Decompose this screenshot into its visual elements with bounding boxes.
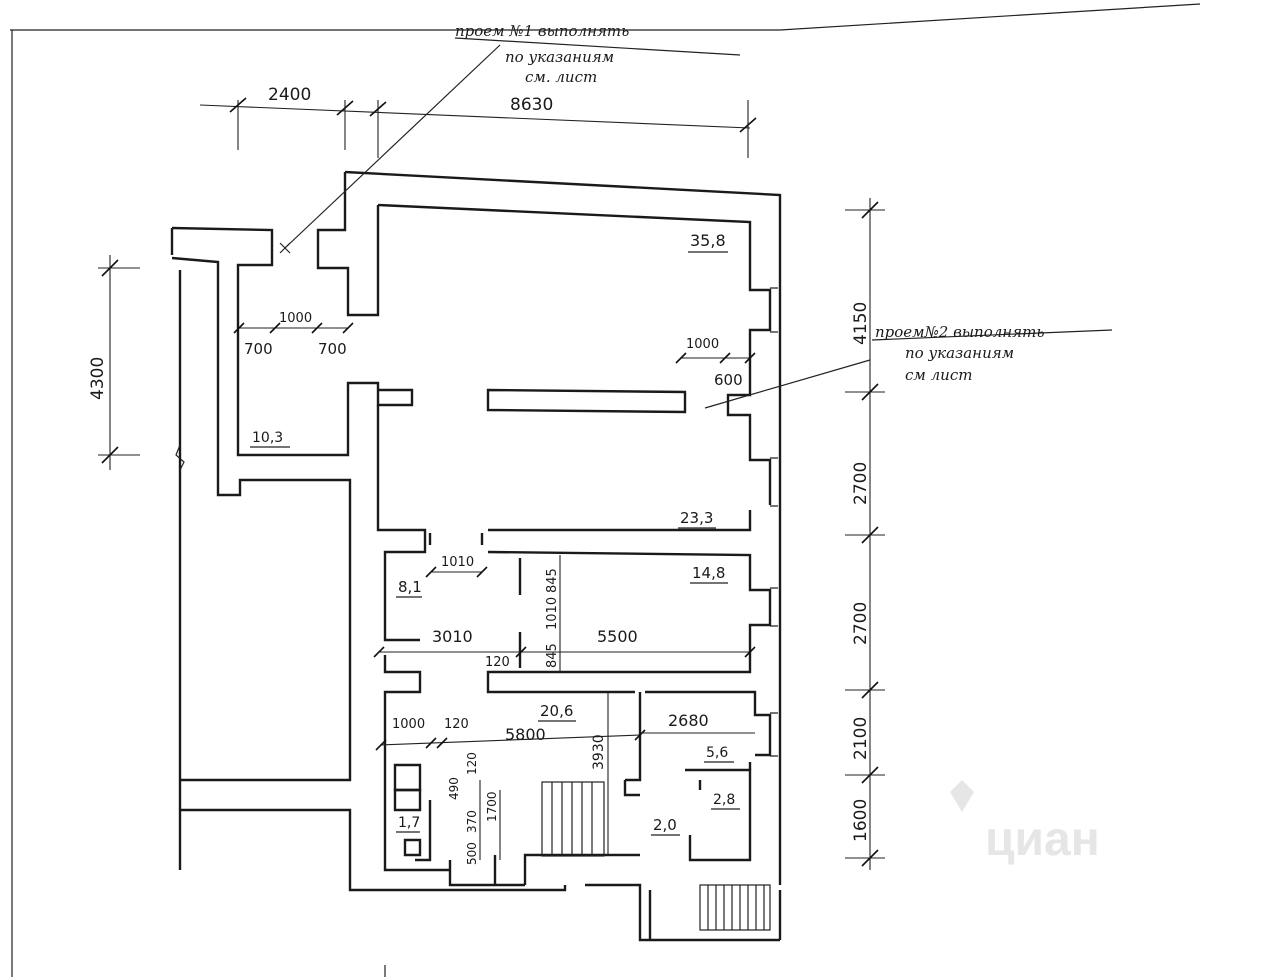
dim-120-a: 120 bbox=[485, 655, 510, 670]
cian-watermark: циан bbox=[950, 780, 1100, 866]
note-1-line-3: см. лист bbox=[525, 68, 597, 86]
dimension-right: 4150 2700 2700 2100 1600 bbox=[845, 198, 885, 870]
note-1-line-1: проем №1 выполнять bbox=[455, 22, 629, 40]
leader-line-1 bbox=[284, 44, 501, 249]
dim-700-left: 700 bbox=[244, 340, 273, 358]
dim-1000-opening1: 1000 bbox=[279, 311, 312, 326]
note-1-line-2: по указаниям bbox=[505, 48, 614, 66]
area-10-3: 10,3 bbox=[252, 430, 283, 446]
note-opening-2: проем№2 выполнять по указаниям см лист bbox=[704, 323, 1113, 409]
dim-3010: 3010 bbox=[432, 627, 473, 646]
dim-top-8630: 8630 bbox=[510, 95, 553, 115]
dim-right-2100: 2100 bbox=[851, 717, 871, 760]
area-5-6: 5,6 bbox=[706, 745, 728, 761]
dim-120-b: 120 bbox=[444, 717, 469, 732]
area-20-6: 20,6 bbox=[540, 702, 573, 720]
dim-right-2700b: 2700 bbox=[851, 602, 871, 645]
dim-370: 370 bbox=[465, 810, 479, 833]
windows bbox=[770, 287, 778, 757]
note-2-line-2: по указаниям bbox=[905, 344, 1014, 362]
dim-1010-vertical: 1010 bbox=[545, 597, 560, 630]
dimension-top: 2400 8630 bbox=[199, 85, 757, 158]
sheet-border bbox=[10, 3, 1201, 977]
dim-1010-door: 1010 bbox=[441, 555, 474, 570]
dim-5500: 5500 bbox=[597, 627, 638, 646]
dim-right-2700a: 2700 bbox=[851, 462, 871, 505]
dim-700-right: 700 bbox=[318, 340, 347, 358]
dim-2680: 2680 bbox=[668, 711, 709, 730]
dimension-left: 4300 bbox=[88, 255, 185, 471]
exterior-walls bbox=[170, 170, 782, 942]
dim-1700: 1700 bbox=[485, 791, 499, 822]
dim-500: 500 bbox=[465, 842, 479, 865]
area-8-1: 8,1 bbox=[398, 578, 422, 596]
room-areas: 35,8 10,3 23,3 8,1 14,8 20,6 5,6 2,8 1,7… bbox=[250, 231, 740, 836]
dim-600: 600 bbox=[714, 371, 743, 389]
area-35-8: 35,8 bbox=[690, 231, 726, 250]
interior-walls bbox=[376, 203, 772, 887]
area-2-0: 2,0 bbox=[653, 816, 677, 834]
dim-1000-lower: 1000 bbox=[392, 717, 425, 732]
dim-left-4300: 4300 bbox=[88, 357, 108, 400]
note-2-line-3: см лист bbox=[905, 366, 972, 384]
dim-right-1600: 1600 bbox=[851, 799, 871, 842]
area-1-7: 1,7 bbox=[398, 815, 420, 831]
dim-right-4150: 4150 bbox=[851, 302, 871, 345]
note-opening-1: проем №1 выполнять по указаниям см. лист bbox=[279, 22, 741, 254]
dim-5800: 5800 bbox=[505, 725, 546, 744]
staircase-inner bbox=[541, 781, 605, 857]
dim-490: 490 bbox=[447, 777, 461, 800]
dim-3930: 3930 bbox=[591, 734, 607, 770]
dimension-interior: 1000 700 700 1000 600 1010 845 1010 845 … bbox=[233, 311, 756, 865]
dim-845-lower: 845 bbox=[545, 643, 560, 668]
note-2-line-1: проем№2 выполнять bbox=[875, 323, 1045, 341]
area-2-8: 2,8 bbox=[713, 792, 735, 808]
dim-top-2400: 2400 bbox=[268, 85, 311, 105]
area-14-8: 14,8 bbox=[692, 564, 725, 582]
cian-logo-icon bbox=[950, 780, 974, 812]
staircase-outer bbox=[699, 884, 771, 931]
watermark-text: циан bbox=[985, 813, 1100, 866]
dim-1000-opening2: 1000 bbox=[686, 337, 719, 352]
leader-line-2 bbox=[704, 359, 871, 409]
dim-120-c: 120 bbox=[465, 752, 479, 775]
dim-845-upper: 845 bbox=[545, 568, 560, 593]
area-23-3: 23,3 bbox=[680, 509, 713, 527]
